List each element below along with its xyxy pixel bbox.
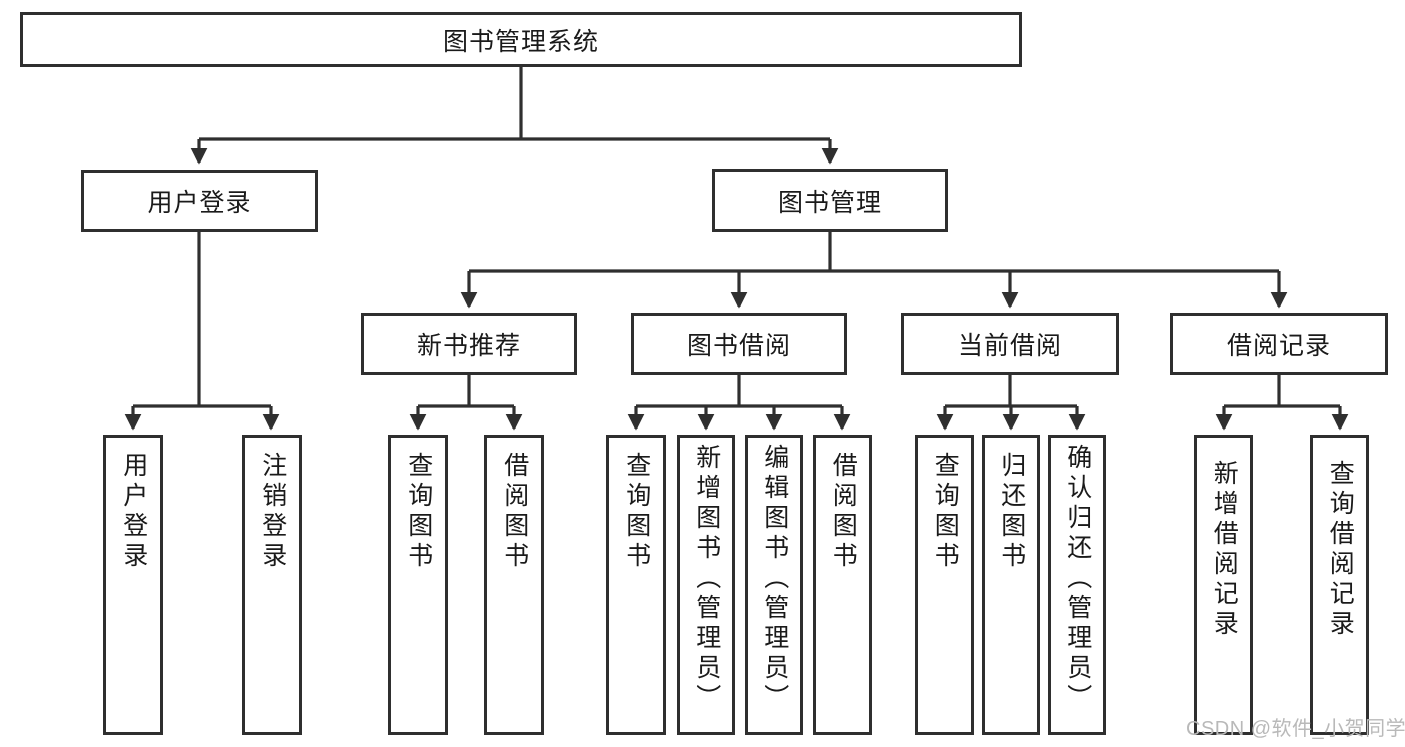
node-borrow-record-label: 借阅记录	[1226, 332, 1331, 360]
node-leaf-edit-book[interactable]: 编辑图书（管理员）	[745, 435, 803, 735]
node-leaf-add-record[interactable]: 新增借阅记录	[1194, 435, 1253, 735]
node-root-label: 图书管理系统	[442, 27, 599, 56]
node-leaf-return-book[interactable]: 归还图书	[982, 435, 1040, 735]
node-leaf-borrow-book-1[interactable]: 借阅图书	[484, 435, 544, 735]
node-leaf-user-logout[interactable]: 注销登录	[242, 435, 302, 735]
node-leaf-edit-book-label: 编辑图书（管理员）	[760, 444, 789, 714]
node-user-login[interactable]: 用户登录	[81, 170, 318, 232]
node-leaf-add-book[interactable]: 新增图书（管理员）	[677, 435, 735, 735]
node-book-manage[interactable]: 图书管理	[712, 169, 948, 232]
node-borrow-record[interactable]: 借阅记录	[1170, 313, 1388, 375]
node-leaf-confirm-return-label: 确认归还（管理员）	[1063, 444, 1092, 714]
node-leaf-user-logout-label: 注销登录	[258, 452, 287, 572]
csdn-watermark: CSDN @软件_小贺同学	[1186, 718, 1405, 740]
node-leaf-confirm-return[interactable]: 确认归还（管理员）	[1048, 435, 1106, 735]
node-leaf-query-book-1[interactable]: 查询图书	[388, 435, 448, 735]
node-leaf-add-record-label: 新增借阅记录	[1210, 460, 1239, 640]
node-new-book-rec[interactable]: 新书推荐	[361, 313, 577, 375]
node-leaf-borrow-book-2-label: 借阅图书	[829, 452, 858, 572]
node-leaf-user-login[interactable]: 用户登录	[103, 435, 163, 735]
node-leaf-query-book-1-label: 查询图书	[404, 452, 433, 572]
node-leaf-borrow-book-1-label: 借阅图书	[500, 452, 529, 572]
node-leaf-return-book-label: 归还图书	[997, 452, 1026, 572]
node-current-borrow[interactable]: 当前借阅	[901, 313, 1119, 375]
node-root[interactable]: 图书管理系统	[20, 12, 1022, 67]
node-user-login-label: 用户登录	[147, 189, 252, 217]
node-current-borrow-label: 当前借阅	[957, 332, 1062, 360]
node-leaf-query-book-2[interactable]: 查询图书	[606, 435, 666, 735]
node-book-borrow[interactable]: 图书借阅	[631, 313, 847, 375]
node-book-manage-label: 图书管理	[777, 188, 882, 217]
node-leaf-add-book-label: 新增图书（管理员）	[692, 444, 721, 714]
node-book-borrow-label: 图书借阅	[686, 332, 791, 360]
node-leaf-query-book-3[interactable]: 查询图书	[915, 435, 974, 735]
node-leaf-query-book-3-label: 查询图书	[931, 452, 960, 572]
node-leaf-query-record-label: 查询借阅记录	[1326, 460, 1355, 640]
node-leaf-query-book-2-label: 查询图书	[622, 452, 651, 572]
node-leaf-query-record[interactable]: 查询借阅记录	[1310, 435, 1369, 735]
node-new-book-rec-label: 新书推荐	[416, 332, 521, 360]
node-leaf-borrow-book-2[interactable]: 借阅图书	[813, 435, 872, 735]
node-leaf-user-login-label: 用户登录	[119, 452, 148, 572]
